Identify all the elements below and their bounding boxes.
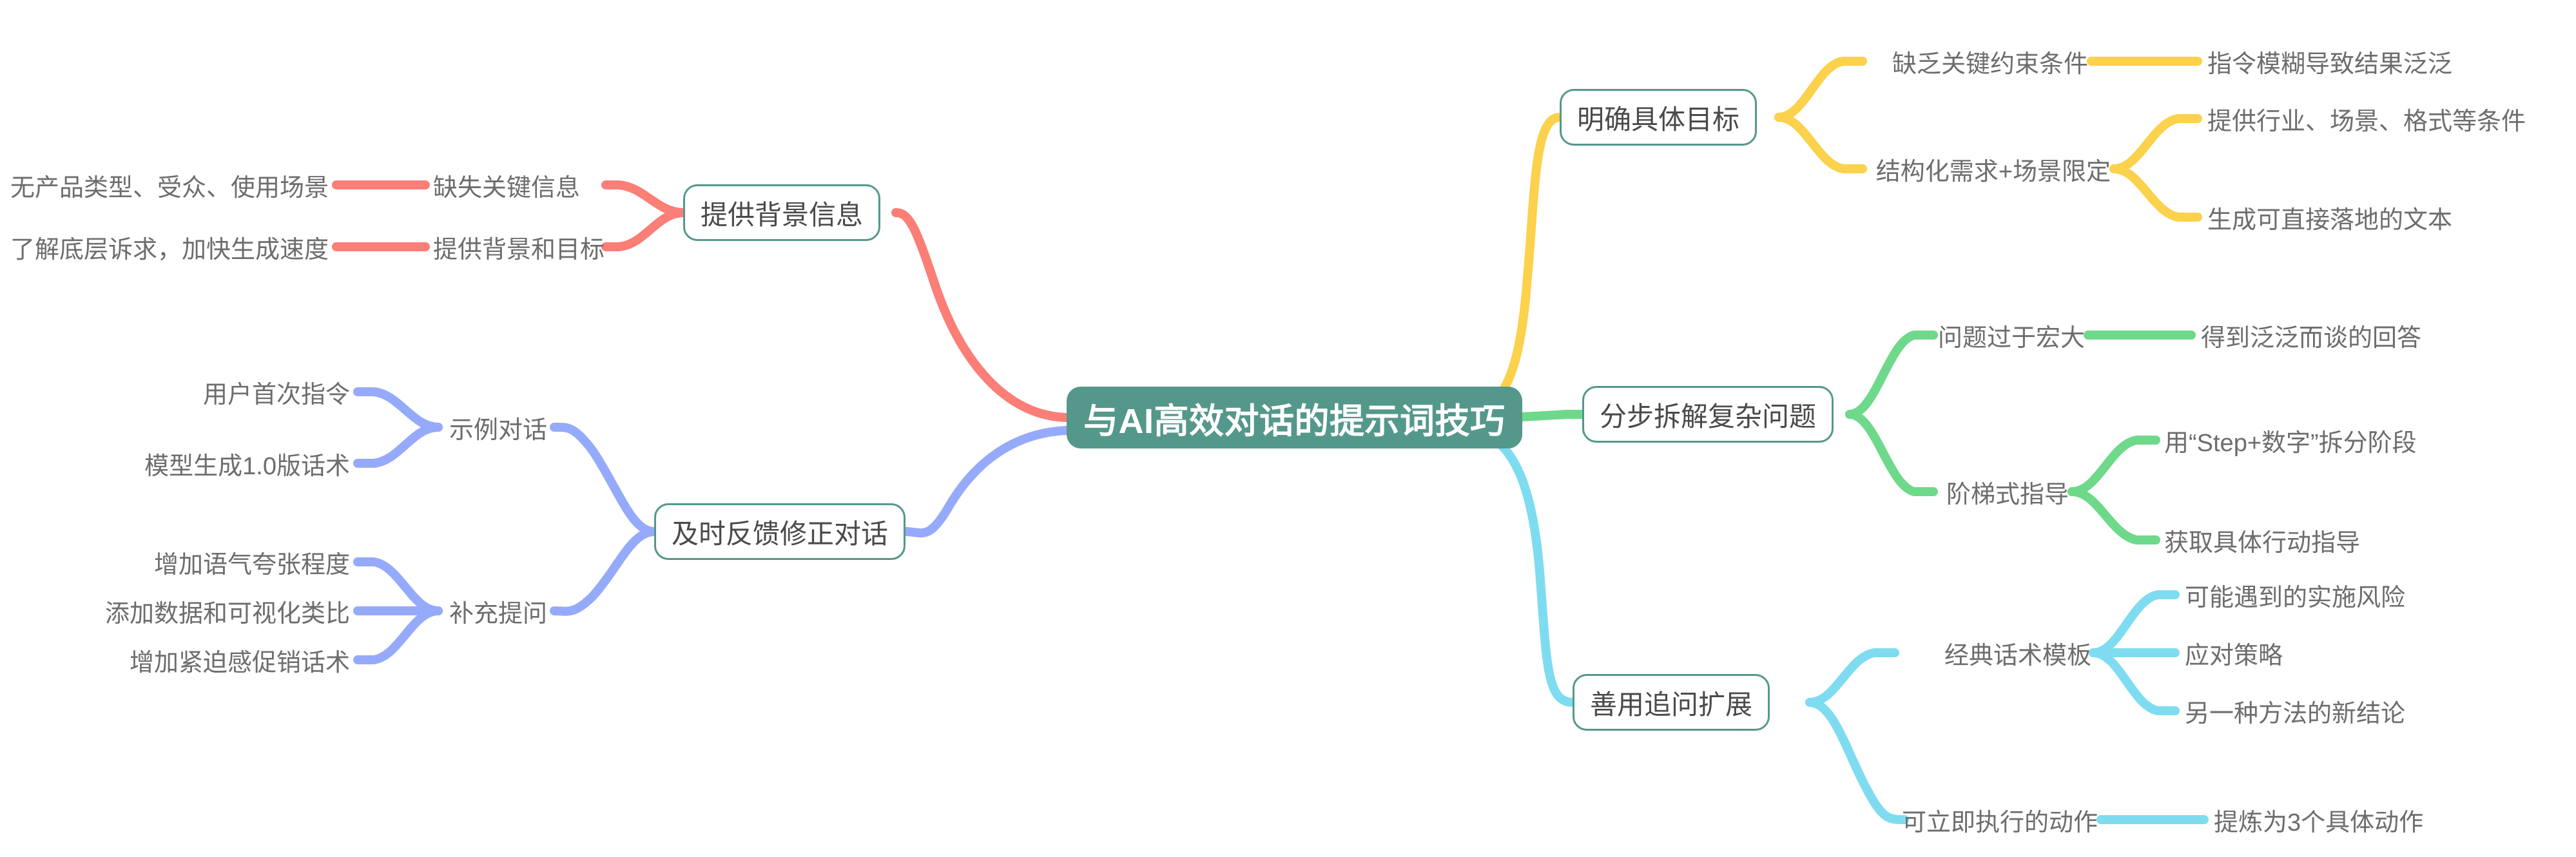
node-get-concrete-action[interactable]: 获取具体行动指导 [2164,522,2435,558]
node-provide-industry-label: 提供行业、场景、格式等条件 [2207,108,2526,135]
edge-sample-dialogue-to-user-first-instruction [353,387,443,432]
node-structured-need-label: 结构化需求+场景限定 [1875,158,2111,186]
node-increase-tone-label: 增加语气夸张程度 [153,551,350,579]
node-sample-dialogue-label: 示例对话 [449,416,548,444]
node-question-too-broad-label: 问题过于宏大 [1937,324,2085,352]
node-lack-constraints-label: 缺乏关键约束条件 [1892,50,2088,78]
edges-branch-feedback-correction [353,387,1071,664]
node-increase-tone[interactable]: 增加语气夸张程度 [122,544,350,580]
edge-feedback-correction-to-followup-question [550,527,659,616]
root-node[interactable]: 与AI高效对话的提示词技巧 [1067,387,1522,448]
branch-node-feedback-correction[interactable]: 及时反馈修正对话 [654,503,906,560]
branch-node-background-info-label: 提供背景信息 [701,199,864,230]
edge-root-to-feedback-correction [901,426,1071,538]
branch-node-stepwise-decompose-label: 分步拆解复杂问题 [1600,401,1817,432]
edge-feedback-correction-to-sample-dialogue [550,422,659,536]
node-user-first-instruction[interactable]: 用户首次指令 [155,374,350,410]
edge-followup-expand-to-immediate-action [1805,698,1909,824]
node-refine-3-actions[interactable]: 提炼为3个具体动作 [2214,802,2459,838]
edge-root-to-followup-expand [1468,426,1577,707]
node-understand-core-need-label: 了解底层诉求，加快生成速度 [10,236,329,264]
node-refine-3-actions-label: 提炼为3个具体动作 [2214,809,2424,836]
edge-followup-question-to-increase-tone [353,557,443,615]
node-followup-question[interactable]: 补充提问 [449,593,565,629]
edge-root-to-clear-goal [1468,113,1564,417]
node-missing-key-info-label: 缺失关键信息 [433,174,581,202]
node-model-v1-script-label: 模型生成1.0版话术 [144,452,350,480]
node-possible-risk-label: 可能遇到的实施风险 [2185,584,2406,611]
branch-node-followup-expand[interactable]: 善用追问扩展 [1573,674,1770,731]
node-user-first-instruction-label: 用户首次指令 [202,381,350,409]
node-add-data-visual[interactable]: 添加数据和可视化类比 [90,593,350,629]
node-immediate-action-label: 可立即执行的动作 [1901,809,2098,836]
node-generate-actionable-text-label: 生成可直接落地的文本 [2207,206,2453,234]
node-no-product-type[interactable]: 无产品类型、受众、使用场景 [10,167,329,203]
node-provide-bg-goal[interactable]: 提供背景和目标 [433,229,607,265]
node-generic-answer-label: 得到泛泛而谈的回答 [2201,324,2422,352]
branch-node-stepwise-decompose[interactable]: 分步拆解复杂问题 [1582,386,1834,443]
node-model-v1-script[interactable]: 模型生成1.0版话术 [122,445,350,481]
edge-clear-goal-to-structured-need [1774,113,1867,173]
node-alternative-conclusion-label: 另一种方法的新结论 [2185,700,2406,727]
node-understand-core-need[interactable]: 了解底层诉求，加快生成速度 [5,229,329,265]
node-generic-answer[interactable]: 得到泛泛而谈的回答 [2201,317,2478,353]
edge-stepwise-decompose-to-stepwise-guidance [1845,410,1938,496]
edge-followup-question-to-add-urgency [353,606,443,664]
node-add-urgency[interactable]: 增加紧迫感促销话术 [90,642,350,678]
node-followup-question-label: 补充提问 [449,600,548,628]
node-provide-industry[interactable]: 提供行业、场景、格式等条件 [2207,101,2555,137]
edge-stepwise-guidance-to-get-concrete-action [2068,487,2160,544]
edge-stepwise-guidance-to-use-step-number [2068,436,2160,496]
node-vague-instruction-label: 指令模糊导致结果泛泛 [2207,50,2453,78]
edge-classic-script-template-to-possible-risk [2089,590,2180,657]
node-lack-constraints[interactable]: 缺乏关键约束条件 [1866,43,2088,79]
edge-followup-expand-to-classic-script-template [1805,648,1899,707]
node-stepwise-guidance-label: 阶梯式指导 [1946,481,2069,508]
edge-background-info-to-provide-bg-goal [601,208,688,251]
node-classic-script-template[interactable]: 经典话术模板 [1898,635,2091,671]
node-question-too-broad[interactable]: 问题过于宏大 [1937,317,2085,353]
branch-node-background-info[interactable]: 提供背景信息 [683,184,881,241]
node-classic-script-template-label: 经典话术模板 [1944,642,2091,669]
edge-structured-need-to-provide-industry [2109,114,2202,173]
edge-sample-dialogue-to-model-v1-script [353,423,443,468]
node-possible-risk[interactable]: 可能遇到的实施风险 [2185,577,2430,613]
node-response-strategy[interactable]: 应对策略 [2185,635,2333,671]
edge-background-info-to-missing-key-info [601,180,688,217]
branch-node-clear-goal-label: 明确具体目标 [1577,104,1740,135]
edges-branch-background-info [332,180,1071,422]
branch-node-feedback-correction-label: 及时反馈修正对话 [672,518,889,549]
node-stepwise-guidance[interactable]: 阶梯式指导 [1937,474,2069,510]
node-response-strategy-label: 应对策略 [2185,642,2283,669]
node-use-step-number-label: 用“Step+数字”拆分阶段 [2164,429,2417,457]
node-vague-instruction[interactable]: 指令模糊导致结果泛泛 [2207,43,2510,79]
edge-classic-script-template-to-alternative-conclusion [2089,648,2180,715]
node-get-concrete-action-label: 获取具体行动指导 [2164,529,2361,557]
root-node-label: 与AI高效对话的提示词技巧 [1083,401,1506,441]
edges-branch-followup-expand [1468,426,2209,824]
node-add-urgency-label: 增加紧迫感促销话术 [129,649,350,677]
edge-stepwise-decompose-to-question-too-broad [1845,331,1938,419]
edge-structured-need-to-generate-actionable-text [2109,164,2202,222]
node-structured-need[interactable]: 结构化需求+场景限定 [1866,151,2111,187]
edge-root-to-background-info [891,208,1071,422]
node-provide-bg-goal-label: 提供背景和目标 [433,236,605,264]
branch-node-clear-goal[interactable]: 明确具体目标 [1560,89,1758,146]
node-alternative-conclusion[interactable]: 另一种方法的新结论 [2185,693,2430,729]
node-missing-key-info[interactable]: 缺失关键信息 [433,167,607,203]
node-no-product-type-label: 无产品类型、受众、使用场景 [10,174,329,202]
node-use-step-number[interactable]: 用“Step+数字”拆分阶段 [2164,422,2486,458]
edges-branch-stepwise-decompose [1468,331,2196,544]
node-immediate-action[interactable]: 可立即执行的动作 [1898,802,2098,838]
node-add-data-visual-label: 添加数据和可视化类比 [104,600,350,628]
node-sample-dialogue[interactable]: 示例对话 [449,409,565,445]
node-generate-actionable-text[interactable]: 生成可直接落地的文本 [2207,199,2510,235]
edge-clear-goal-to-lack-constraints [1774,57,1867,122]
branch-node-followup-expand-label: 善用追问扩展 [1590,689,1753,720]
